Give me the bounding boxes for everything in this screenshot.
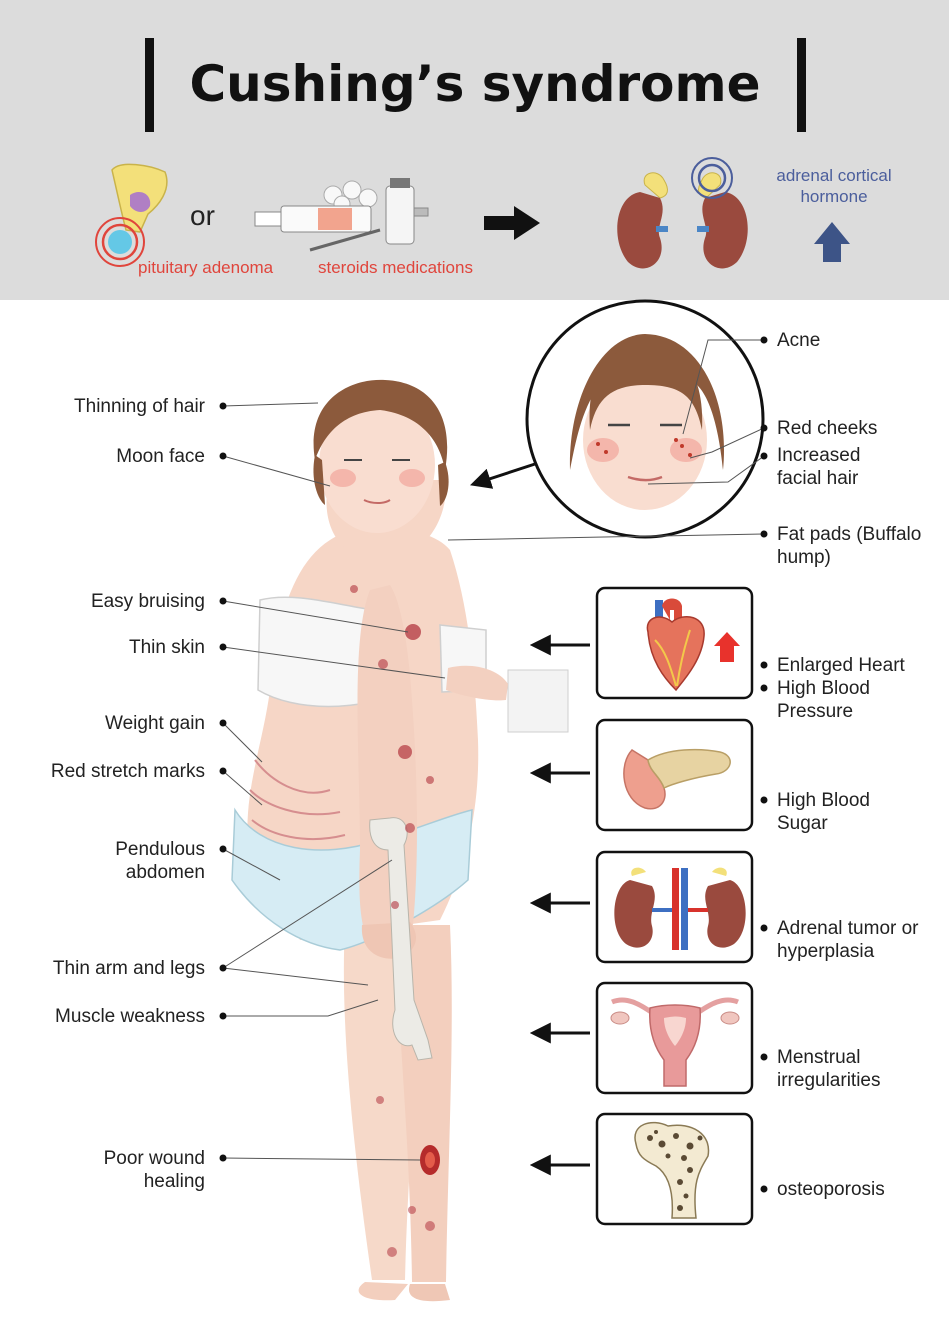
- heart-icon: [646, 598, 740, 692]
- left-leader-lines: [222, 402, 446, 1161]
- label-high-blood-pressure: High Blood Pressure: [777, 678, 870, 722]
- pancreas-icon: [623, 748, 731, 810]
- label-moon-face: Moon face: [116, 446, 205, 467]
- label-high-blood-sugar: High Blood Sugar: [777, 790, 870, 834]
- label-red-stretch-marks: Red stretch marks: [50, 761, 205, 782]
- label-poor-wound-healing: Poor wound healing: [103, 1148, 205, 1192]
- face-closeup: [525, 299, 765, 539]
- label-buffalo-hump: Fat pads (Buffalo hump): [777, 524, 922, 568]
- label-thinning-hair: Thinning of hair: [74, 396, 205, 417]
- steroids-label: steroids medications: [318, 258, 473, 277]
- kidneys-icon: [614, 867, 746, 950]
- body-illustration: [231, 379, 569, 1302]
- label-pendulous-abdomen: Pendulous abdomen: [115, 839, 205, 883]
- right-label-dots: [760, 336, 768, 1193]
- left-label-dots: [219, 402, 227, 1162]
- pituitary-adenoma-icon: [95, 163, 168, 267]
- right-leader-lines: [447, 339, 765, 541]
- arrow-right-icon: [484, 206, 540, 240]
- label-adrenal-tumor: Adrenal tumor or hyperplasia: [777, 918, 919, 962]
- steroid-medications-icon: [254, 178, 429, 252]
- label-thin-skin: Thin skin: [128, 637, 205, 658]
- uterus-icon: [610, 997, 740, 1087]
- organ-arrows: [529, 634, 590, 1176]
- pituitary-label: pituitary adenoma: [138, 258, 274, 277]
- label-weight-gain: Weight gain: [105, 713, 205, 734]
- label-muscle-weakness: Muscle weakness: [55, 1006, 205, 1027]
- label-easy-bruising: Easy bruising: [90, 591, 205, 612]
- hormone-label: adrenal cortical hormone: [776, 166, 892, 206]
- title-bar-right: [797, 38, 806, 132]
- or-text: or: [190, 200, 215, 231]
- label-enlarged-heart: Enlarged Heart: [777, 655, 905, 676]
- page-title: Cushing’s syndrome: [189, 55, 761, 113]
- label-osteoporosis: osteoporosis: [777, 1179, 885, 1200]
- label-red-cheeks: Red cheeks: [777, 418, 878, 439]
- label-facial-hair: Increased facial hair: [777, 445, 861, 489]
- label-menstrual-irregularities: Menstrual irregularities: [777, 1047, 881, 1091]
- arrow-up-icon: [814, 222, 850, 262]
- header-panel: [0, 0, 949, 300]
- bone-icon: [634, 1121, 710, 1219]
- title-bar-left: [145, 38, 154, 132]
- label-acne: Acne: [777, 330, 821, 351]
- label-thin-arm-legs: Thin arm and legs: [52, 958, 205, 979]
- face-closeup-arrow: [470, 462, 536, 489]
- adrenal-kidneys-icon: [617, 157, 748, 269]
